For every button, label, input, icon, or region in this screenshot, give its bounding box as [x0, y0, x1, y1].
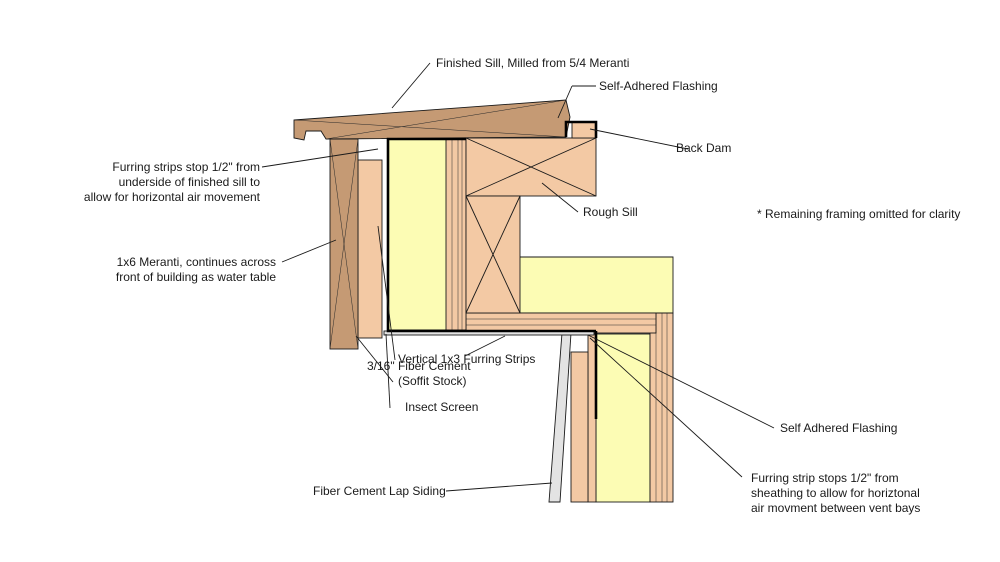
label-note: * Remaining framing omitted for clarity [757, 207, 960, 221]
wall-insulation [595, 333, 651, 503]
label-self-adhered-flashing-bottom: Self Adhered Flashing [780, 421, 897, 435]
self-adhered-flashing-frame [386, 137, 596, 333]
label-furring-stop-sill-2: underside of finished sill to [119, 175, 261, 189]
label-vertical-furring: Vertical 1x3 Furring Strips [398, 352, 535, 366]
label-furring-stop-sill-1: Furring strips stop 1/2" from [112, 160, 260, 174]
label-furring-stop-sheathing-1: Furring strip stops 1/2" from [751, 471, 899, 485]
label-meranti-2: front of building as water table [116, 270, 276, 284]
label-rough-sill: Rough Sill [583, 205, 638, 219]
wall-stud [649, 312, 674, 503]
lap-siding [548, 332, 572, 503]
label-fiber-cement-soffit-2: (Soffit Stock) [398, 374, 466, 388]
label-furring-stop-sheathing-2: sheathing to allow for horiztonal [751, 486, 920, 500]
finished-sill [293, 99, 571, 141]
back-dam [571, 121, 597, 139]
label-insect-screen: Insect Screen [405, 400, 478, 414]
label-lap-siding: Fiber Cement Lap Siding [313, 484, 446, 498]
vertical-furring-strip [357, 159, 383, 339]
label-fiber-cement-soffit-1: 3/16" Fiber Cement [367, 359, 471, 373]
jamb-plies [445, 137, 467, 331]
label-meranti-1: 1x6 Meranti, continues across [117, 255, 276, 269]
leader-lines [261, 62, 775, 492]
label-self-adhered-flashing-top: Self-Adhered Flashing [599, 79, 718, 93]
label-finished-sill: Finished Sill, Milled from 5/4 Meranti [436, 56, 629, 70]
label-furring-stop-sill-3: allow for horizontal air movement [84, 190, 261, 204]
label-furring-stop-sheathing-3: air movment between vent bays [751, 501, 920, 515]
label-back-dam: Back Dam [676, 141, 731, 155]
furring-strip-lower [570, 351, 589, 503]
